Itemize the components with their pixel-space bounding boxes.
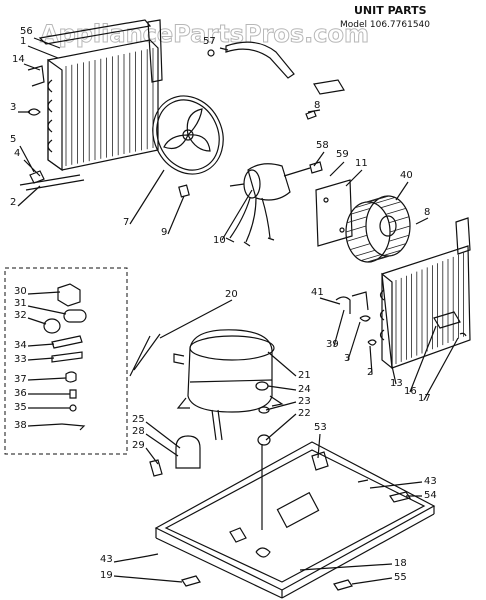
watermark-text: AppliancePartsPros.com — [40, 20, 369, 48]
callout-43: 43 — [424, 476, 437, 487]
callout-17: 17 — [418, 393, 431, 404]
callout-24: 24 — [298, 384, 311, 395]
callout-11: 11 — [355, 158, 368, 169]
callout-43: 43 — [100, 554, 113, 565]
evaporator-coil-right — [335, 217, 471, 370]
refrigerant-tubing — [19, 65, 85, 191]
blower-wheel-assembly — [315, 179, 411, 263]
fan-motor — [225, 163, 311, 247]
callout-59: 59 — [336, 149, 349, 160]
callout-7: 7 — [123, 217, 129, 228]
leader-lines — [17, 37, 459, 585]
callout-54: 54 — [424, 490, 437, 501]
callout-38: 38 — [14, 420, 27, 431]
callout-34: 34 — [14, 340, 27, 351]
compressor — [129, 329, 284, 446]
callout-31: 31 — [14, 298, 27, 309]
callout-4: 4 — [14, 148, 20, 159]
fan-blade-assembly — [152, 95, 224, 198]
callout-41: 41 — [311, 287, 324, 298]
callout-30: 30 — [14, 286, 27, 297]
callout-2: 2 — [10, 197, 16, 208]
callout-3: 3 — [344, 353, 350, 364]
callout-28: 28 — [132, 426, 145, 437]
callout-29: 29 — [132, 440, 145, 451]
callout-18: 18 — [394, 558, 407, 569]
callout-39: 39 — [326, 339, 339, 350]
callout-40: 40 — [400, 170, 413, 181]
callout-8: 8 — [424, 207, 430, 218]
callout-19: 19 — [100, 570, 113, 581]
callout-55: 55 — [394, 572, 407, 583]
electrical-components-box — [4, 267, 128, 455]
callout-33: 33 — [14, 354, 27, 365]
callout-20: 20 — [225, 289, 238, 300]
callout-14: 14 — [12, 54, 25, 65]
callout-5: 5 — [10, 134, 16, 145]
callout-37: 37 — [14, 374, 27, 385]
callout-56: 56 — [20, 26, 33, 37]
callout-9: 9 — [161, 227, 167, 238]
callout-36: 36 — [14, 388, 27, 399]
callout-3: 3 — [10, 102, 16, 113]
callout-13: 13 — [390, 378, 403, 389]
callout-58: 58 — [316, 140, 329, 151]
callout-10: 10 — [213, 235, 226, 246]
callout-21: 21 — [298, 370, 311, 381]
callout-22: 22 — [298, 408, 311, 419]
callout-32: 32 — [14, 310, 27, 321]
callout-8: 8 — [314, 100, 320, 111]
diagram-title: UNIT PARTS — [354, 4, 427, 17]
callout-23: 23 — [298, 396, 311, 407]
callout-16: 16 — [404, 386, 417, 397]
callout-1: 1 — [20, 36, 26, 47]
callout-25: 25 — [132, 414, 145, 425]
callout-53: 53 — [314, 422, 327, 433]
callout-57: 57 — [203, 36, 216, 47]
callout-35: 35 — [14, 402, 27, 413]
callout-2: 2 — [367, 367, 373, 378]
base-pan — [147, 441, 436, 599]
model-number: Model 106.7761540 — [340, 20, 430, 30]
condenser-coil-left — [38, 19, 163, 172]
